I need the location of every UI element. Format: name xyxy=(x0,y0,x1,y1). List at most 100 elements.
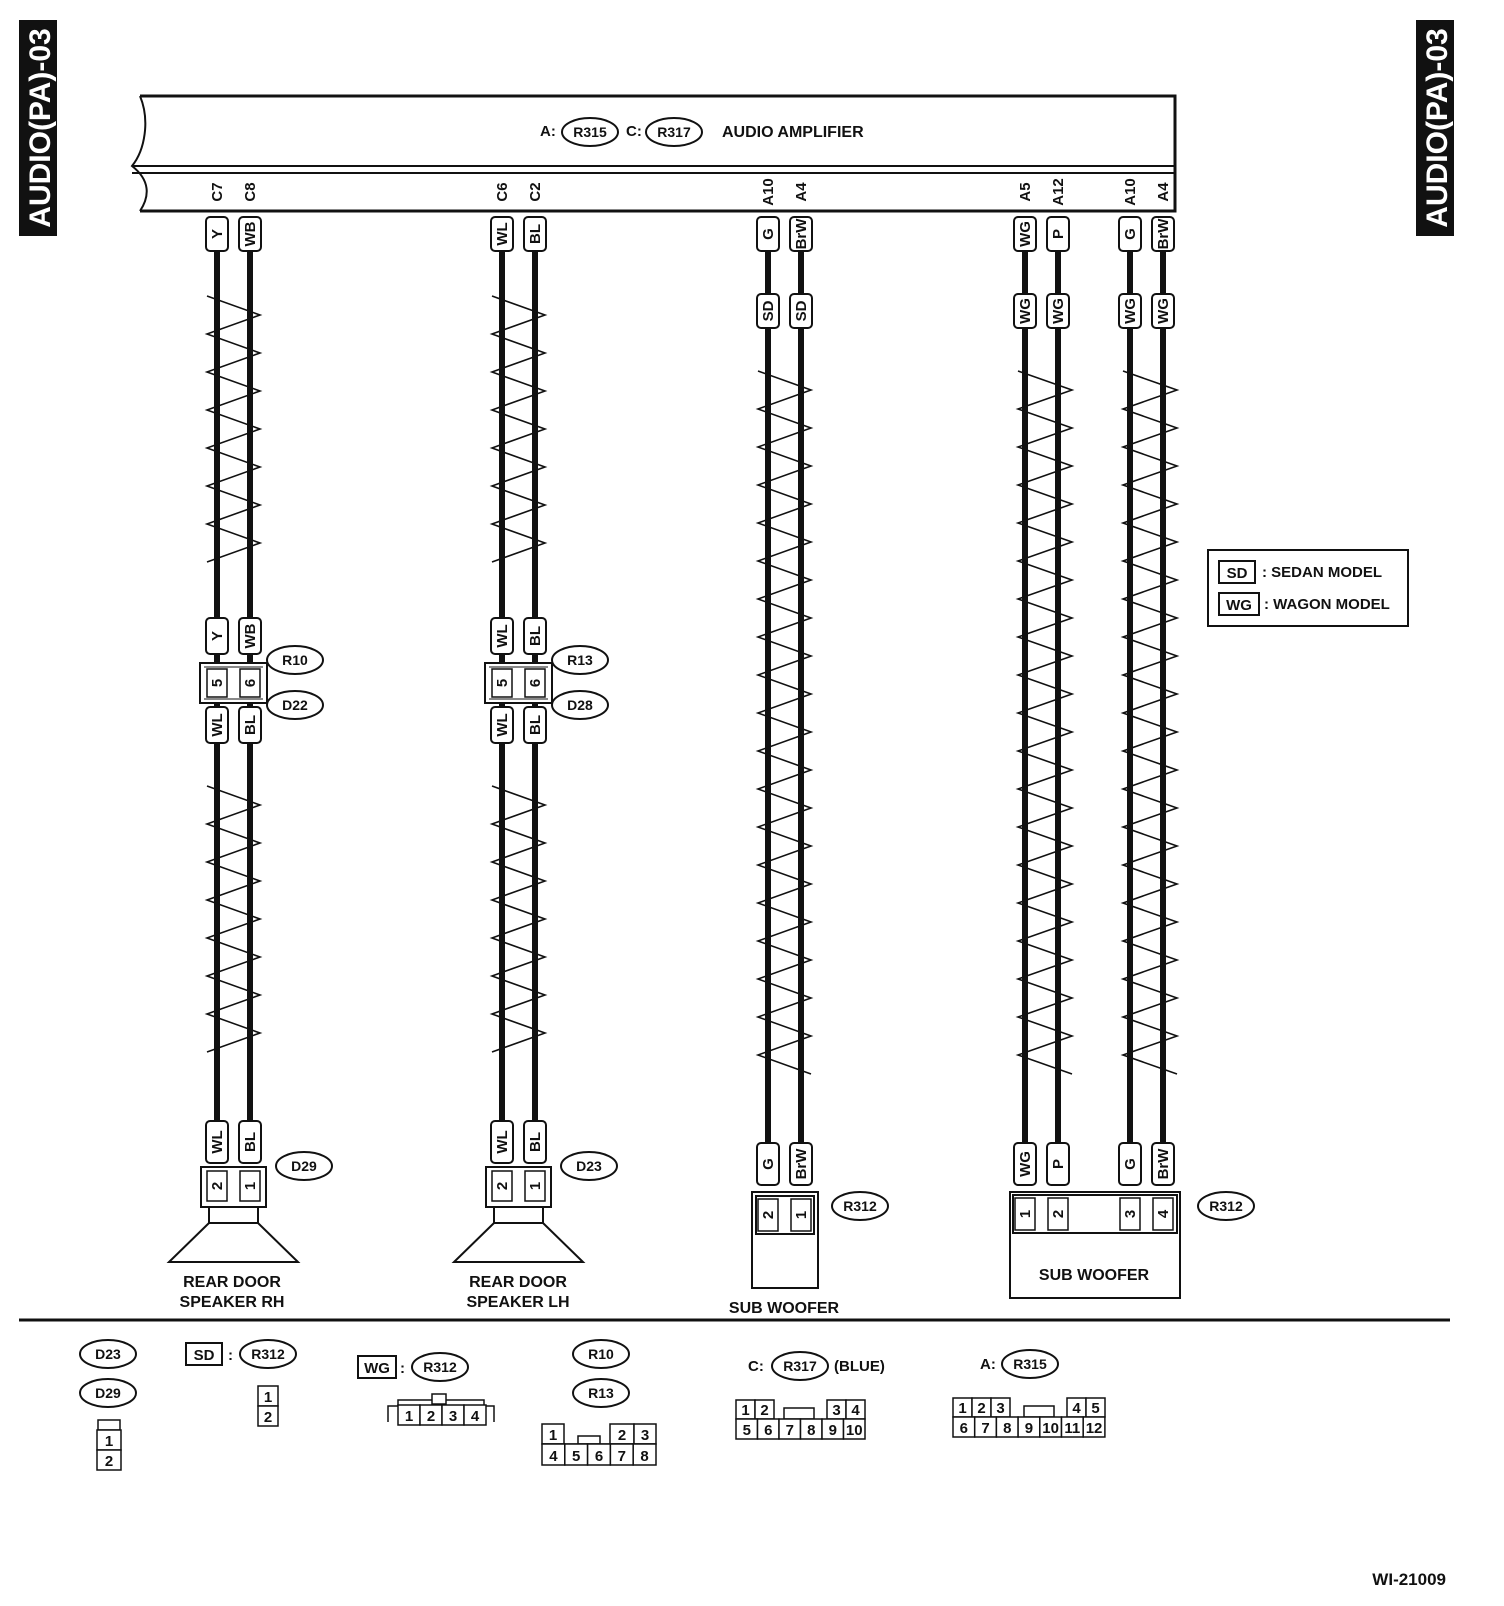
speaker-cone-icon xyxy=(166,1222,301,1263)
wire-color-top: P xyxy=(1050,229,1067,239)
subwoofer-pin-number: 3 xyxy=(1122,1210,1139,1218)
speaker-connector-code-badge xyxy=(275,1151,333,1181)
amp-conn-a-badge xyxy=(561,117,619,147)
wire-color-bottom-box xyxy=(1118,1142,1142,1186)
amp-pin-label: C8 xyxy=(242,182,259,201)
subwoofer-pin-cell xyxy=(757,1198,779,1232)
connector-pin-number: 1 xyxy=(549,1427,557,1444)
wire-color-top-box xyxy=(1151,216,1175,252)
subwoofer-pin-cell xyxy=(1119,1197,1141,1231)
subwoofer-pin-number: 1 xyxy=(793,1211,810,1219)
connector-pin-number: 4 xyxy=(471,1408,480,1425)
wire-color-mid: WL xyxy=(494,624,511,647)
connector-cell xyxy=(842,1418,866,1440)
speaker-magnet xyxy=(493,1206,544,1224)
inline-connector-code-upper-badge xyxy=(551,645,609,675)
harness-model-tag-box xyxy=(756,293,780,329)
connector-view-code-badge xyxy=(411,1352,469,1382)
svg-text:AUDIO(PA)-03: AUDIO(PA)-03 xyxy=(24,28,57,227)
page-tag-left: AUDIO(PA)-03 xyxy=(19,20,57,236)
connector-view-code-badge xyxy=(572,1378,630,1408)
connector-pin-number: 7 xyxy=(786,1422,794,1439)
wire-color-bottom: WL xyxy=(209,1130,226,1153)
amp-pin-label: C6 xyxy=(494,182,511,201)
amp-conn-c-badge xyxy=(645,117,703,147)
speaker-pin-number: 2 xyxy=(209,1182,226,1190)
connector-pin-number: 4 xyxy=(1072,1400,1081,1417)
connector-cell xyxy=(632,1443,657,1466)
wire-color-bottom: BrW xyxy=(793,1148,810,1180)
connector-pin-number: 3 xyxy=(449,1408,457,1425)
device-name: REAR DOOR xyxy=(469,1274,567,1291)
wire-color-bottom-box xyxy=(1151,1142,1175,1186)
amp-pin-label: A5 xyxy=(1017,182,1034,201)
connector-pin-number: 5 xyxy=(743,1422,751,1439)
figure-id: WI-21009 xyxy=(1372,1570,1446,1589)
connector-pin-number: 3 xyxy=(832,1402,840,1419)
connector-pin-number: 4 xyxy=(851,1402,860,1419)
wire-color-top: BrW xyxy=(793,218,810,250)
wire-color-top-box xyxy=(1013,216,1037,252)
connector-view-code: R13 xyxy=(588,1385,614,1401)
connector-cell xyxy=(463,1404,487,1426)
speaker-pin-number: 1 xyxy=(527,1182,544,1190)
device-name: SPEAKER LH xyxy=(466,1294,569,1311)
wire-color-mid-box xyxy=(238,617,262,655)
connector-pin-number: 2 xyxy=(264,1409,272,1426)
wire-color-mid-box xyxy=(523,617,547,655)
legend-wg-box xyxy=(1218,592,1260,616)
wire-color-mid-box xyxy=(490,617,514,655)
wire-color-bottom-box xyxy=(490,1120,514,1164)
amp-conn-a-code: R315 xyxy=(573,124,607,140)
wire-color-top: G xyxy=(1122,228,1139,240)
wire-color-bottom-box xyxy=(238,1120,262,1164)
connector-pin-number: 2 xyxy=(618,1427,626,1444)
model-box xyxy=(357,1355,397,1379)
subwoofer-connector-code-badge xyxy=(831,1191,889,1221)
amp-pin-label: A4 xyxy=(1155,182,1172,202)
connector-view-code: R315 xyxy=(1013,1356,1047,1372)
connector-pin-number: 2 xyxy=(760,1402,768,1419)
harness-model-tag-box xyxy=(1013,293,1037,329)
amp-pin-label: A4 xyxy=(793,182,810,202)
wire-color-top: WL xyxy=(494,222,511,245)
connector-view-code: R317 xyxy=(783,1358,817,1374)
wire-color-mid: BL xyxy=(527,626,544,646)
legend-sd-code: SD xyxy=(1227,565,1248,582)
connector-pin-number: 6 xyxy=(764,1422,772,1439)
connector-cell xyxy=(257,1405,279,1427)
inline-connector-code-lower: D28 xyxy=(567,697,593,713)
amp-pin-label: A10 xyxy=(1122,178,1139,206)
model-code: SD xyxy=(194,1347,215,1364)
wire-color-bottom: BrW xyxy=(1155,1148,1172,1180)
subwoofer-connector-code: R312 xyxy=(1209,1198,1243,1214)
inline-pin-cell xyxy=(491,668,513,698)
subwoofer-pin-cell xyxy=(1014,1197,1036,1231)
wire-color-top: WG xyxy=(1017,221,1034,247)
connector-view-code: D23 xyxy=(95,1346,121,1362)
connector-pin-number: 6 xyxy=(960,1420,968,1437)
wire-color-mid-box xyxy=(205,617,229,655)
speaker-cone-icon xyxy=(451,1222,586,1263)
wire-color-bottom: G xyxy=(1122,1158,1139,1170)
connector-pin-number: 2 xyxy=(427,1408,435,1425)
wire-color-bottom-box xyxy=(1046,1142,1070,1186)
harness-model-tag: WG xyxy=(1017,298,1034,324)
subwoofer-pin-cell xyxy=(790,1198,812,1232)
connector-pin-number: 1 xyxy=(405,1408,413,1425)
inline-pin-cell xyxy=(524,668,546,698)
harness-model-tag: SD xyxy=(760,300,777,321)
speaker-connector-code: D23 xyxy=(576,1158,602,1174)
connector-view-code-badge xyxy=(239,1339,297,1369)
wire-color-bottom: WL xyxy=(209,713,226,736)
inline-pin-number: 5 xyxy=(209,679,226,687)
harness-model-tag: WG xyxy=(1050,298,1067,324)
model-sep: : xyxy=(400,1360,405,1377)
inline-pin-cell xyxy=(239,668,261,698)
subwoofer-pin-cell xyxy=(1152,1197,1174,1231)
wire-color-bottom: BL xyxy=(242,715,259,735)
connector-pin-number: 10 xyxy=(1042,1420,1059,1437)
speaker-pin-number: 1 xyxy=(242,1182,259,1190)
